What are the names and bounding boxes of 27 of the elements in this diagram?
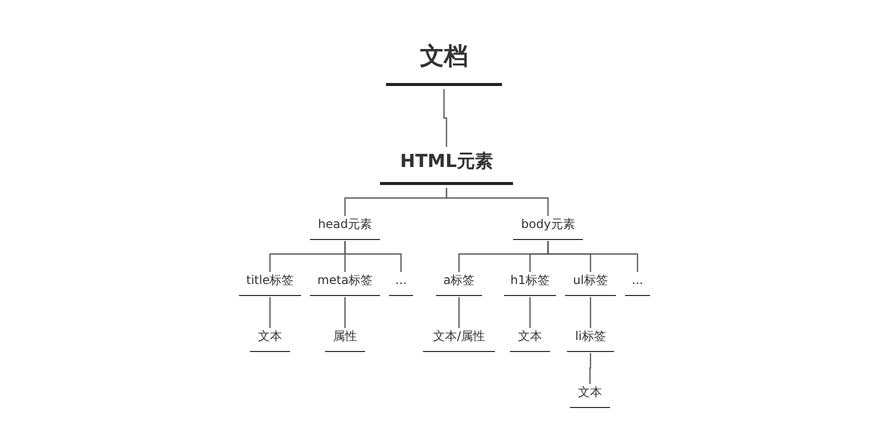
tree-line — [547, 241, 638, 272]
tree-line — [344, 241, 402, 272]
underlined-label: 文本 — [510, 328, 550, 352]
tree-line — [446, 188, 549, 216]
underlined-label: 文本 — [570, 384, 610, 408]
underlined-label: 属性 — [325, 328, 365, 352]
tree-line — [589, 353, 592, 384]
underlined-label: body元素 — [513, 216, 583, 240]
underlined-label: title标签 — [239, 272, 301, 296]
tree-line — [269, 297, 271, 328]
tree-line — [590, 297, 592, 328]
underlined-label: meta标签 — [310, 272, 380, 296]
underlined-label: h1标签 — [504, 272, 556, 296]
underlined-label: head元素 — [310, 216, 380, 240]
underlined-label: ... — [389, 272, 413, 296]
underlined-label: li标签 — [567, 328, 614, 352]
tree-line — [529, 297, 531, 328]
underlined-label: 文档 — [386, 34, 502, 86]
underlined-label: ul标签 — [565, 272, 616, 296]
underlined-label: 文本/属性 — [423, 328, 495, 352]
underlined-label: 文本 — [250, 328, 290, 352]
underlined-label: ... — [625, 272, 650, 296]
underlined-label: HTML元素 — [380, 147, 513, 185]
tree-line — [443, 89, 448, 147]
tree-line — [458, 297, 460, 328]
tree-line — [344, 297, 346, 328]
underlined-label: a标签 — [436, 272, 482, 296]
